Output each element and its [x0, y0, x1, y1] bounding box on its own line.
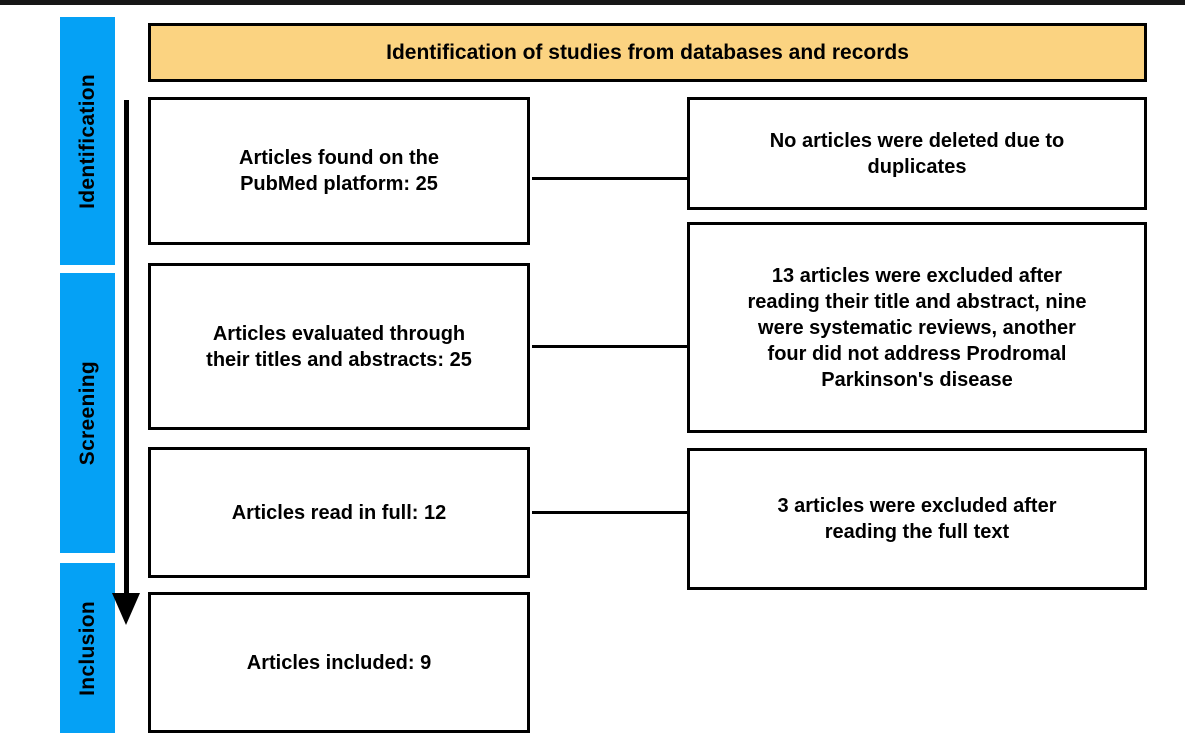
connector-line-1	[532, 177, 687, 180]
box-articles-read-full: Articles read in full: 12	[148, 447, 530, 578]
box-excluded-title-abstract-text: 13 articles were excluded after reading …	[747, 264, 1087, 391]
box-no-duplicates: No articles were deleted due to duplicat…	[687, 97, 1147, 210]
stage-bar-identification: Identification	[60, 17, 115, 265]
box-excluded-full-text-text: 3 articles were excluded after reading t…	[777, 495, 1057, 543]
header-banner: Identification of studies from databases…	[148, 23, 1147, 82]
stage-label-inclusion: Inclusion	[75, 600, 99, 696]
stage-label-screening: Screening	[75, 360, 99, 466]
box-articles-found-text: Articles found on the PubMed platform: 2…	[239, 147, 439, 195]
box-articles-evaluated: Articles evaluated through their titles …	[148, 263, 530, 430]
stage-bar-inclusion: Inclusion	[60, 563, 115, 733]
box-articles-found: Articles found on the PubMed platform: 2…	[148, 97, 530, 245]
box-articles-evaluated-text: Articles evaluated through their titles …	[206, 322, 472, 371]
flow-arrow-head-icon	[112, 593, 140, 625]
connector-line-2	[532, 345, 687, 348]
stage-bar-screening: Screening	[60, 273, 115, 553]
box-articles-read-full-text: Articles read in full: 12	[231, 501, 447, 524]
box-articles-included-text: Articles included: 9	[246, 651, 432, 674]
box-no-duplicates-text: No articles were deleted due to duplicat…	[769, 129, 1065, 178]
header-title: Identification of studies from databases…	[386, 40, 909, 64]
box-excluded-title-abstract: 13 articles were excluded after reading …	[687, 222, 1147, 433]
flow-arrow-shaft	[124, 100, 129, 596]
connector-line-3	[532, 511, 687, 514]
box-excluded-full-text: 3 articles were excluded after reading t…	[687, 448, 1147, 590]
stage-label-identification: Identification	[75, 73, 99, 209]
box-articles-included: Articles included: 9	[148, 592, 530, 733]
window-top-border	[0, 0, 1185, 5]
